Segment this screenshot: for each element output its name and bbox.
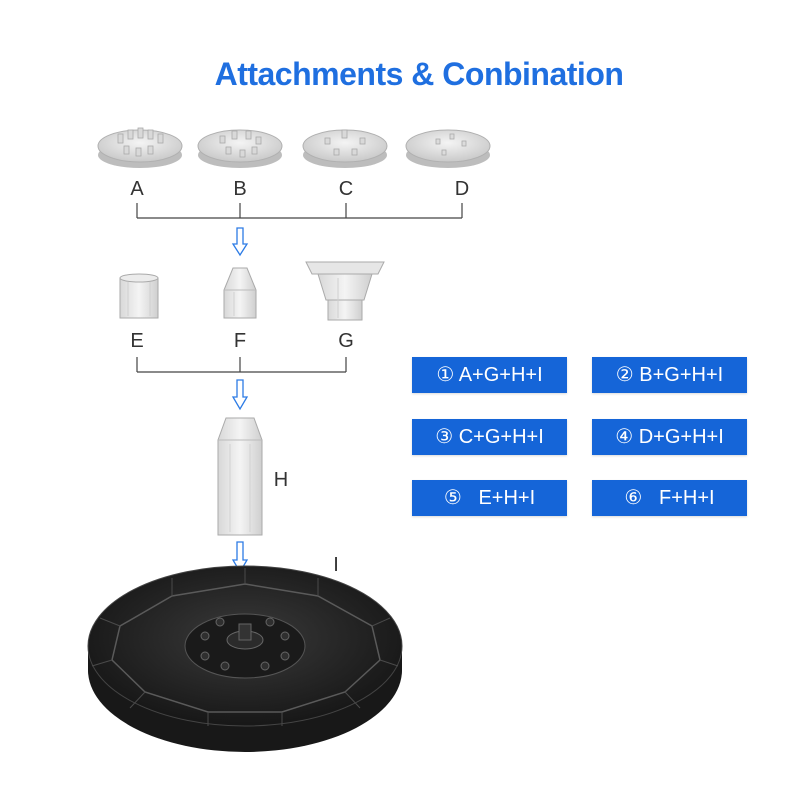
nozzle-c-icon bbox=[302, 129, 388, 168]
combo-button-3[interactable]: ③ C+G+H+I bbox=[412, 419, 567, 455]
combo-button-1[interactable]: ① A+G+H+I bbox=[412, 357, 567, 393]
extension-tube-h-icon bbox=[217, 417, 263, 536]
bracket-abcd bbox=[136, 203, 463, 219]
combo-button-4[interactable]: ④ D+G+H+I bbox=[592, 419, 747, 455]
label-a: A bbox=[130, 178, 144, 200]
nozzle-d-icon bbox=[405, 129, 491, 168]
label-i: I bbox=[333, 554, 339, 576]
label-c: C bbox=[338, 178, 354, 200]
label-f: F bbox=[233, 330, 247, 352]
nozzle-a-icon bbox=[97, 127, 183, 168]
arrow-down-icon bbox=[231, 379, 249, 411]
combo-button-6[interactable]: ⑥ F+H+I bbox=[592, 480, 747, 516]
nozzle-f-icon bbox=[223, 267, 257, 319]
label-h: H bbox=[273, 469, 289, 491]
label-e: E bbox=[130, 330, 144, 352]
arrow-down-icon bbox=[231, 227, 249, 257]
nozzle-b-icon bbox=[197, 129, 283, 168]
combo-button-2[interactable]: ② B+G+H+I bbox=[592, 357, 747, 393]
adapter-g-icon bbox=[305, 261, 385, 321]
sleeve-e-icon bbox=[119, 273, 159, 319]
solar-fountain-base-icon bbox=[87, 565, 403, 752]
combo-button-5[interactable]: ⑤ E+H+I bbox=[412, 480, 567, 516]
label-d: D bbox=[454, 178, 470, 200]
bracket-efg bbox=[136, 357, 347, 373]
label-g: G bbox=[338, 330, 354, 352]
page-title: Attachments & Conbination bbox=[214, 56, 624, 92]
label-b: B bbox=[233, 178, 247, 200]
